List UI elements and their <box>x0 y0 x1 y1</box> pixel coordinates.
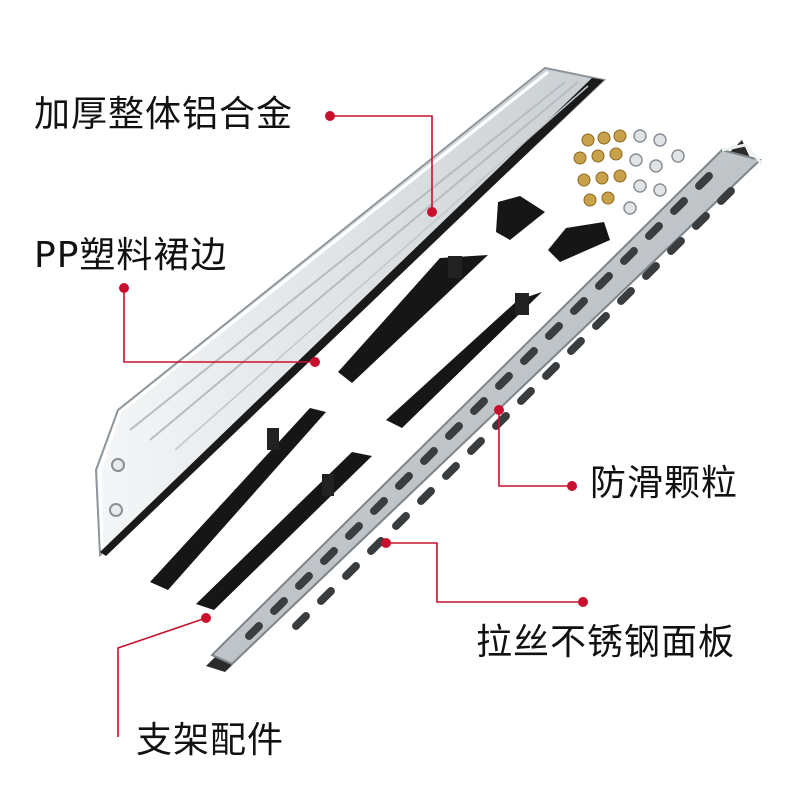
callout-leaders <box>117 115 583 737</box>
leader-dot <box>310 357 320 367</box>
bracket-set <box>150 196 610 610</box>
leader-anti-slip <box>498 410 572 487</box>
callout-dots <box>119 111 588 623</box>
callout-aluminum-alloy: 加厚整体铝合金 <box>34 94 294 135</box>
hardware-kit <box>573 129 685 215</box>
callout-steel-panel: 拉丝不锈钢面板 <box>476 622 736 663</box>
callout-bracket: 支架配件 <box>136 720 285 761</box>
leader-dot <box>567 481 577 491</box>
leader-dot <box>119 283 129 293</box>
leader-pp-skirt <box>123 288 315 363</box>
leader-dot <box>427 207 437 217</box>
leader-dot <box>494 405 504 415</box>
mount-screw-icon <box>109 503 123 517</box>
callout-pp-skirt: PP塑料裙边 <box>34 235 228 276</box>
leader-bracket <box>117 617 207 737</box>
leader-dot <box>325 111 335 121</box>
callout-anti-slip: 防滑颗粒 <box>590 463 739 504</box>
leader-steel-panel <box>386 542 583 603</box>
stainless-step-board <box>206 140 764 672</box>
leader-aluminum <box>330 115 433 212</box>
leader-dot <box>578 597 588 607</box>
leader-dot <box>381 538 391 548</box>
aluminum-board <box>94 66 607 558</box>
leader-dot <box>201 613 211 623</box>
anti-slip-pattern <box>245 172 735 640</box>
mount-screw-icon <box>111 458 125 472</box>
